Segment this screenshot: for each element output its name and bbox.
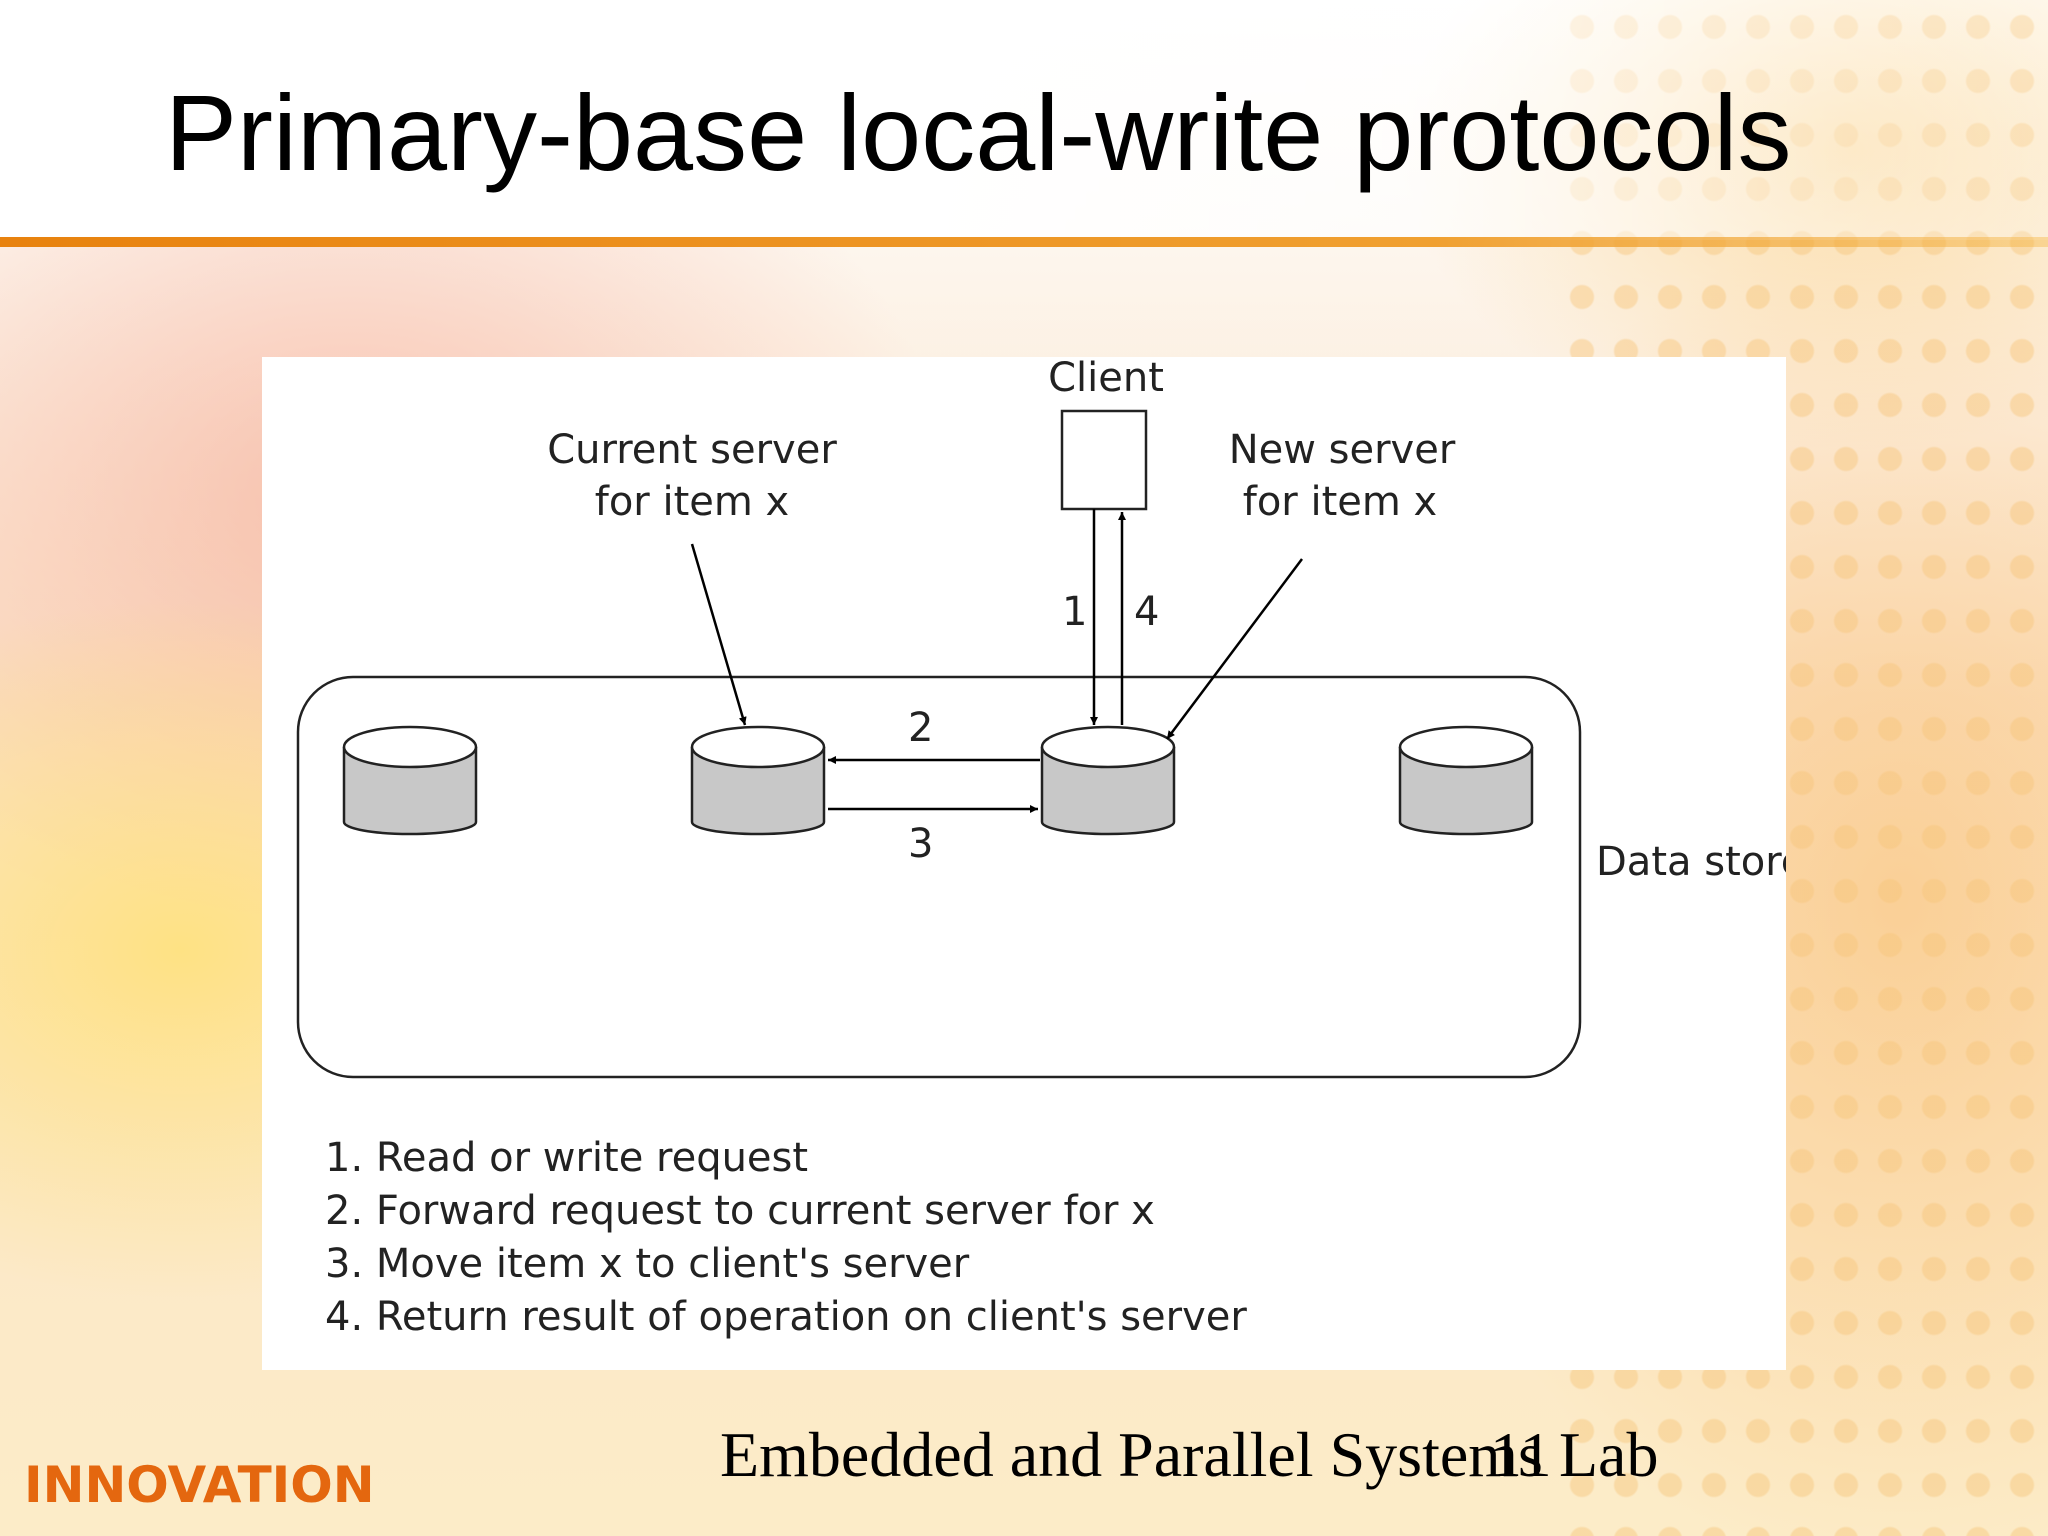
client-box bbox=[1060, 409, 1148, 511]
footer-lab-name: Embedded and Parallel Systems Lab bbox=[720, 1419, 1659, 1490]
server-cylinder-4 bbox=[1398, 725, 1534, 836]
arrow-number-3: 3 bbox=[908, 821, 933, 867]
title-divider bbox=[0, 237, 2048, 247]
current-server-label-line1: Current server bbox=[547, 427, 837, 473]
legend-item: 2. Forward request to current server for… bbox=[325, 1188, 1155, 1234]
current-server-label-line2: for item x bbox=[595, 479, 789, 525]
diagram-panel: Client Current server for item x New ser… bbox=[262, 357, 1786, 1370]
server-cylinder-1 bbox=[342, 725, 478, 836]
slide-number: 11 bbox=[1490, 1419, 1552, 1490]
innovation-logo: INNOVATION bbox=[24, 1456, 375, 1514]
new-server-label-line1: New server bbox=[1229, 427, 1456, 473]
arrow-number-2: 2 bbox=[908, 705, 933, 751]
legend-item: 1. Read or write request bbox=[325, 1135, 809, 1181]
new-server-cylinder bbox=[1040, 725, 1176, 836]
steps-legend: 1. Read or write request 2. Forward requ… bbox=[325, 1132, 1247, 1344]
arrow-number-1: 1 bbox=[1062, 589, 1087, 635]
protocol-diagram: Client Current server for item x New ser… bbox=[296, 357, 1786, 1079]
title-band bbox=[0, 0, 2048, 240]
current-server-cylinder bbox=[690, 725, 826, 836]
slide-title: Primary-base local-write protocols bbox=[165, 72, 1792, 193]
data-store-boundary bbox=[296, 675, 1582, 1079]
new-server-label-line2: for item x bbox=[1243, 479, 1437, 525]
legend-item: 3. Move item x to client's server bbox=[325, 1241, 970, 1287]
pointer-current-server bbox=[690, 543, 747, 726]
pointer-new-server bbox=[1166, 558, 1303, 740]
data-store-label: Data store bbox=[1596, 839, 1786, 885]
client-label: Client bbox=[1048, 357, 1164, 401]
arrow-number-4: 4 bbox=[1134, 589, 1159, 635]
legend-item: 4. Return result of operation on client'… bbox=[325, 1294, 1247, 1340]
